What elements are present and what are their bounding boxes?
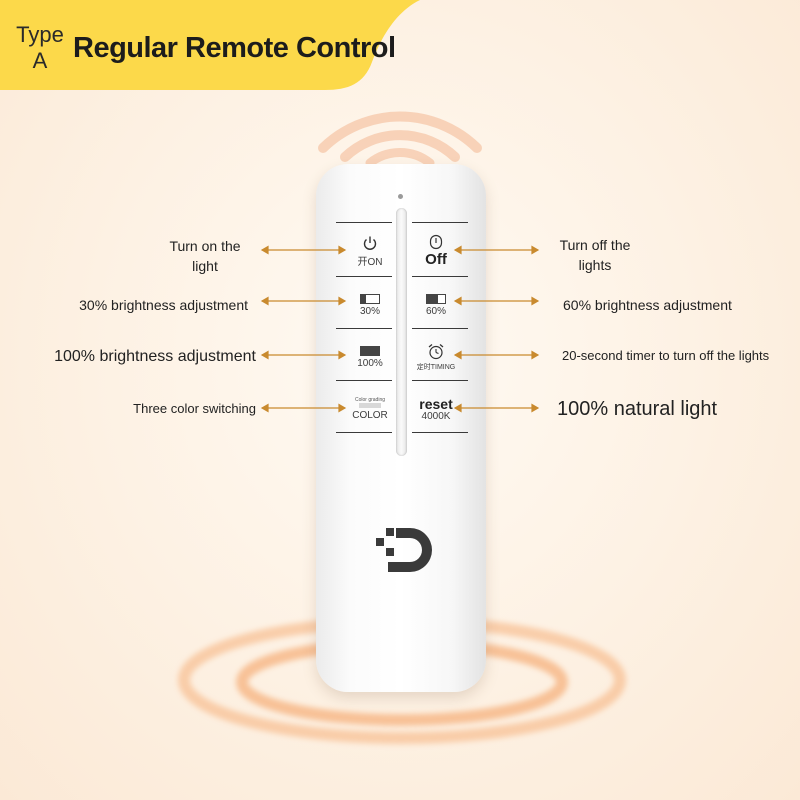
type-label: Type A [16, 22, 64, 73]
power-on-button[interactable]: 开ON [336, 228, 404, 274]
button-caption: 4000K [421, 410, 451, 422]
button-caption: 30% [359, 305, 380, 317]
remote-control: 开ON Off 30% 60% 100% [316, 164, 486, 692]
divider [412, 276, 468, 277]
color-grading-icon [359, 403, 381, 408]
type-banner: Type A Regular Remote Control [0, 0, 420, 96]
brightness-60-button[interactable]: 60% [402, 282, 470, 328]
annotation-turn-off: Turn off the lights [559, 237, 631, 273]
button-caption: 100% [357, 357, 383, 369]
button-caption: 开ON [357, 256, 383, 268]
divider [412, 432, 468, 433]
page-title: Regular Remote Control [73, 32, 396, 64]
divider [336, 432, 392, 433]
divider [336, 222, 392, 223]
annotation-turn-on: Turn on the light [169, 238, 241, 274]
reset-label: reset [419, 395, 453, 412]
brightness-60-icon [426, 293, 446, 304]
power-icon [363, 236, 377, 250]
brand-logo-icon [376, 528, 432, 572]
power-icon [429, 234, 443, 250]
banner-shape [0, 0, 420, 90]
power-off-button[interactable]: Off [402, 228, 470, 274]
timer-button[interactable]: 定时TIMING [402, 334, 470, 380]
divider [412, 328, 468, 329]
annotation-natural-light: 100% natural light [557, 398, 718, 420]
button-caption: 60% [425, 305, 446, 317]
annotation-brightness-60: 60% brightness adjustment [563, 297, 732, 313]
color-switch-button[interactable]: Color grading COLOR [336, 386, 404, 432]
divider [336, 328, 392, 329]
reset-button[interactable]: reset 4000K [402, 386, 470, 432]
divider [336, 276, 392, 277]
annotation-timer: 20-second timer to turn off the lights [562, 348, 770, 363]
button-caption: 定时TIMING [416, 363, 456, 371]
divider [412, 380, 468, 381]
button-caption: Off [425, 251, 447, 268]
divider [412, 222, 468, 223]
color-grading-label: Color grading [354, 397, 386, 403]
brightness-100-button[interactable]: 100% [336, 334, 404, 380]
brightness-30-icon [360, 293, 380, 304]
button-caption: COLOR [352, 410, 388, 421]
alarm-clock-icon [428, 343, 444, 359]
annotation-brightness-100: 100% brightness adjustment [54, 348, 256, 365]
annotation-color-switch: Three color switching [133, 401, 256, 416]
annotation-brightness-30: 30% brightness adjustment [79, 297, 248, 313]
center-slot [396, 208, 407, 456]
brightness-30-button[interactable]: 30% [336, 282, 404, 328]
brightness-100-icon [360, 345, 380, 356]
divider [336, 380, 392, 381]
indicator-led [398, 194, 403, 199]
